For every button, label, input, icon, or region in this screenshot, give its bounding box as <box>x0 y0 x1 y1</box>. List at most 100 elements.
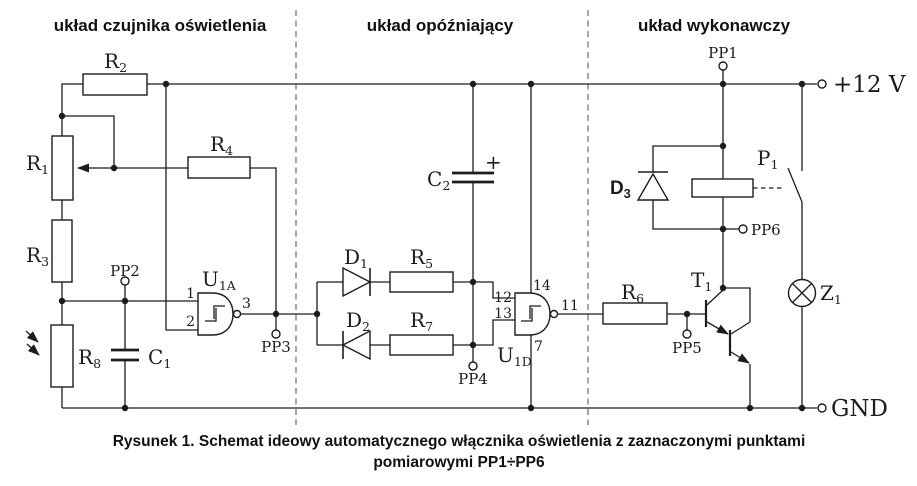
junction-dot <box>272 310 280 318</box>
resistor-r7 <box>389 334 454 356</box>
label-d1: D1 <box>344 245 368 271</box>
wire-u1d-in2-step <box>473 319 515 346</box>
junction-dot <box>121 297 129 305</box>
label-pp1: PP1 <box>708 44 738 62</box>
gate-u1a-schmitt-icon <box>205 305 225 322</box>
gnd-terminal-circle <box>817 403 827 413</box>
junction-dot <box>719 225 727 233</box>
section-dividers <box>295 10 589 425</box>
testpoint-pp3-circle <box>271 329 281 339</box>
label-u1d-pin7: 7 <box>534 339 543 355</box>
t1-collector2 <box>730 321 751 335</box>
wire-d3-top-branch <box>652 145 723 172</box>
label-pp3: PP3 <box>261 338 291 356</box>
resistor-r5 <box>389 271 454 293</box>
label-r1: R1 <box>26 151 49 177</box>
label-r7: R7 <box>410 308 433 334</box>
junction-dot <box>469 341 477 349</box>
label-gnd: GND <box>831 396 888 422</box>
label-r8: R8 <box>78 345 101 371</box>
label-u1d-pin14: 14 <box>533 278 551 294</box>
terminals <box>120 61 827 413</box>
gate-u1d-bubble <box>549 309 559 319</box>
label-t1: T1 <box>691 268 712 294</box>
label-z1: Z1 <box>820 281 842 307</box>
label-r6: R6 <box>621 280 644 306</box>
label-vcc: +12 V <box>833 72 906 98</box>
label-r4: R4 <box>210 132 233 158</box>
wire-r1-top-branch <box>62 115 115 168</box>
wire-r2-left <box>61 83 83 136</box>
components <box>50 73 817 388</box>
t1-emitter1 <box>706 321 729 335</box>
t1-collector-rail <box>723 287 751 322</box>
resistor-r4 <box>187 156 251 179</box>
testpoint-pp6-circle <box>738 224 748 234</box>
section-title-sensor: układ czujnika oświetlenia <box>54 16 267 35</box>
section-title-delay: układ opóźniający <box>367 16 514 35</box>
junction-dot <box>58 112 66 120</box>
label-c1: C1 <box>148 345 171 371</box>
label-p1: P1 <box>757 146 778 172</box>
label-u1d-pin13: 13 <box>494 306 512 322</box>
vcc-terminal-circle <box>817 79 827 89</box>
junction-dots <box>58 80 806 412</box>
testpoint-pp2-circle <box>120 276 130 286</box>
junction-dot <box>162 80 170 88</box>
component-labels: R2 R1 R3 R8 R4 C1 U1A 1 2 3 D1 R5 D2 R7 … <box>26 49 842 371</box>
label-u1d-pin11: 11 <box>561 298 579 314</box>
caption-line2: pomiarowymi PP1÷PP6 <box>373 454 545 471</box>
label-d2: D2 <box>346 308 370 334</box>
gate-u1a <box>197 292 242 336</box>
label-r3: R3 <box>26 243 49 269</box>
t1-emitter2 <box>730 351 750 364</box>
junction-dot <box>110 164 118 172</box>
junction-dot <box>683 310 691 318</box>
label-pp2: PP2 <box>110 262 140 280</box>
photoresistor-r8 <box>50 324 74 388</box>
label-u1d-pin12: 12 <box>494 290 512 306</box>
wire-r4-feedback <box>250 167 277 314</box>
label-u1a-pin3: 3 <box>242 296 251 312</box>
junction-dot <box>527 80 535 88</box>
diode-d2-triangle <box>341 329 371 361</box>
wires <box>25 70 817 409</box>
relay-coil-p1 <box>691 178 754 198</box>
label-u1d: U1D <box>497 343 532 369</box>
junction-dot <box>719 284 727 292</box>
junction-dot <box>469 80 477 88</box>
capacitor-c2-plates <box>452 171 494 184</box>
figure-caption: Rysunek 1. Schemat ideowy automatycznego… <box>113 433 806 471</box>
gate-u1a-bubble <box>232 309 242 319</box>
junction-dot <box>469 278 477 286</box>
label-u1a-pin2: 2 <box>186 314 195 330</box>
label-r5: R5 <box>410 245 433 271</box>
testpoint-pp4-circle <box>468 361 478 371</box>
photo-arrow-2 <box>26 343 40 356</box>
caption-line1: Rysunek 1. Schemat ideowy automatycznego… <box>113 433 806 450</box>
switch-blade <box>787 167 803 203</box>
diode-d3-triangle <box>636 172 670 201</box>
junction-dot <box>798 80 806 88</box>
lamp-z1 <box>787 278 817 308</box>
resistor-r6 <box>602 302 668 325</box>
capacitor-c1-plates <box>111 348 139 362</box>
section-titles: układ czujnika oświetlenia układ opóźnia… <box>54 16 791 35</box>
label-d3: D3 <box>610 178 631 201</box>
junction-dot <box>719 142 727 150</box>
gate-u1d-schmitt-icon <box>521 305 541 322</box>
junction-dot <box>121 404 129 412</box>
junction-dot <box>527 404 535 412</box>
label-r2: R2 <box>104 49 127 75</box>
label-c2: C2 <box>427 167 450 193</box>
test-point-labels: PP1 PP2 PP3 PP4 PP5 PP6 <box>110 44 781 388</box>
label-u1a-pin1: 1 <box>186 286 195 302</box>
wire-u1a-pin2-feed <box>165 84 198 331</box>
label-u1a: U1A <box>202 267 237 293</box>
potentiometer-r1 <box>51 135 74 201</box>
t1-collector1 <box>706 289 724 306</box>
testpoint-pp1-circle <box>718 61 728 71</box>
junction-dot <box>746 404 754 412</box>
